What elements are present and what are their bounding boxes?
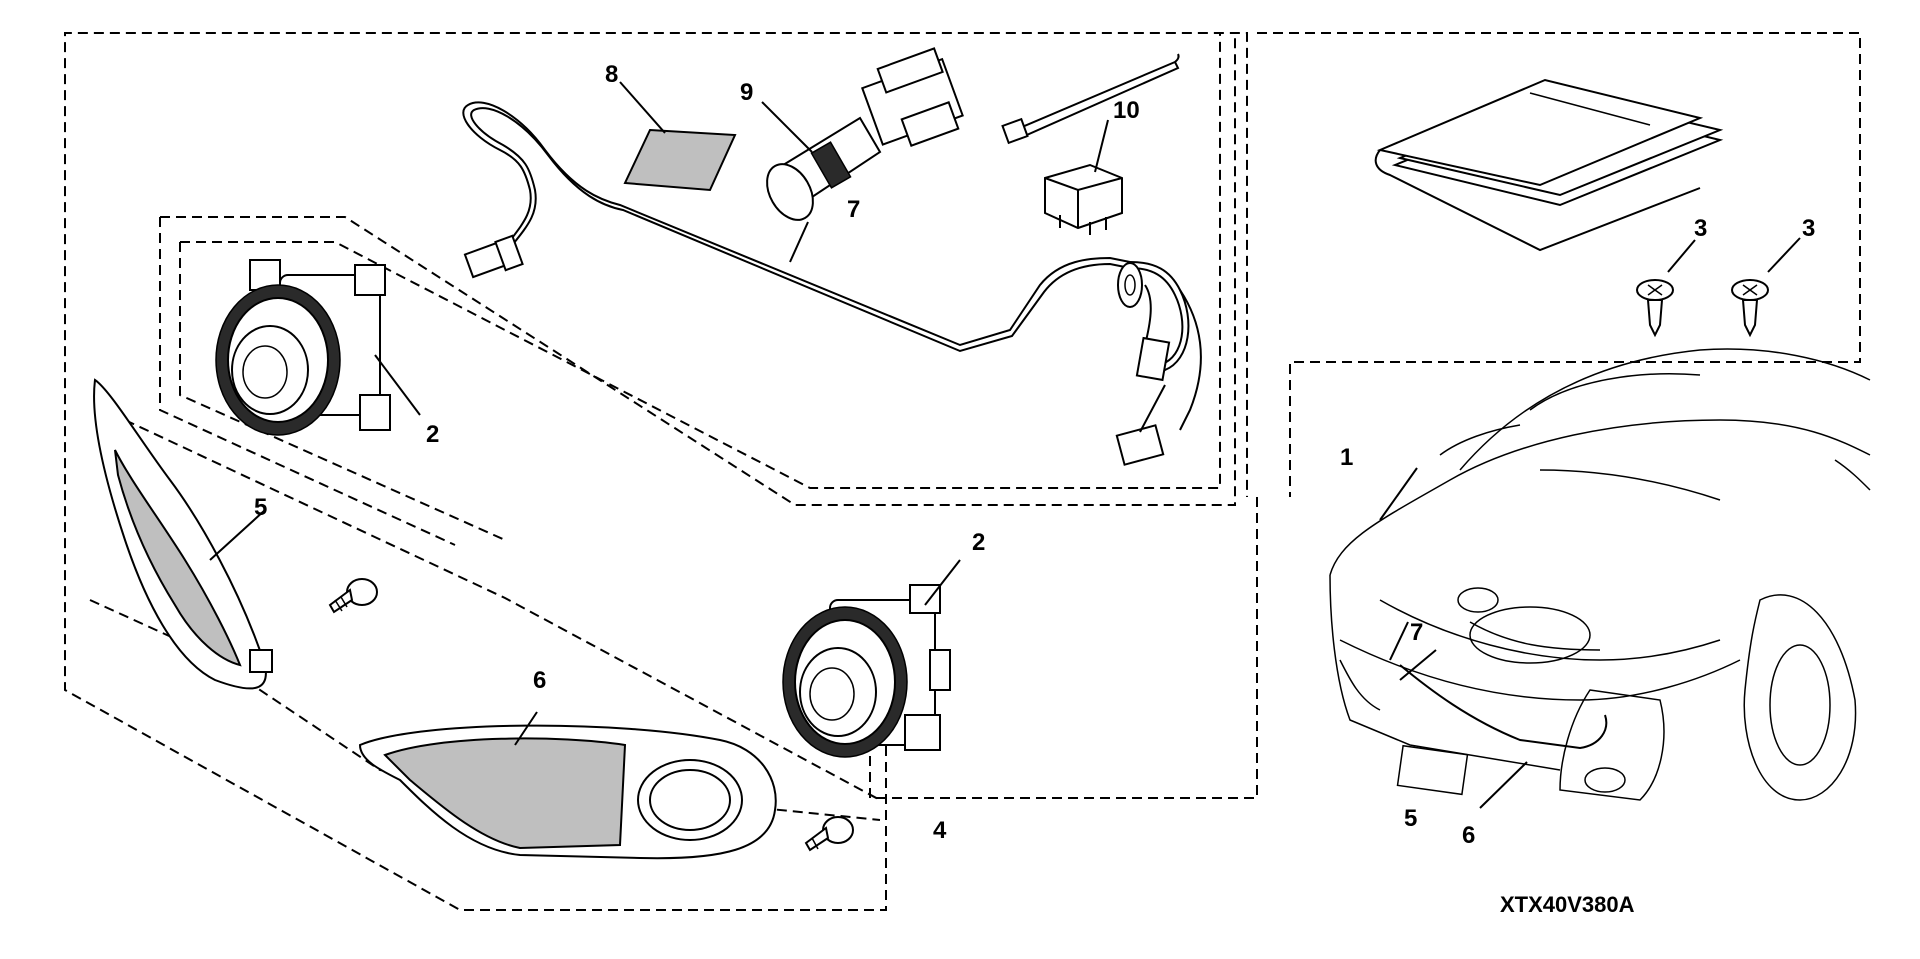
- accessories-box: [1257, 32, 1861, 497]
- diagram-code: XTX40V380A: [1500, 892, 1635, 917]
- garnish-left: [93, 378, 273, 690]
- screw-3b: [1731, 237, 1801, 338]
- garnish-group-boundary-top: [124, 419, 881, 801]
- vehicle-front-view: [1329, 348, 1871, 809]
- garnish-group-boundary: [89, 599, 881, 821]
- callout-labels: 1 2 2 3 3 4 5 5 6 6 7 7 8 9 10 XTX40V380…: [254, 61, 1815, 917]
- callout-6-garnish: 6: [533, 667, 546, 694]
- screw-left: [328, 578, 378, 614]
- kit-boundary-outer: [64, 32, 1258, 911]
- wire-harness: [462, 101, 1202, 466]
- garnish-right: [358, 711, 777, 860]
- group-boundaries: [64, 32, 1861, 911]
- callout-5-left: 5: [254, 494, 267, 521]
- label-card: [619, 81, 737, 192]
- foglight-group-boundary: [159, 217, 456, 546]
- cable-tie: [1001, 53, 1180, 145]
- fog-light-lower: [782, 559, 961, 758]
- foglight-inner-boundary-left: [179, 242, 506, 541]
- callout-4: 4: [933, 817, 947, 844]
- callout-6-vehicle: 6: [1462, 822, 1475, 849]
- callout-2-upper: 2: [426, 421, 439, 448]
- foglight-inner-boundary: [180, 33, 1221, 489]
- callout-8: 8: [605, 61, 618, 88]
- screw-3a: [1636, 239, 1696, 338]
- harness-group-boundary: [160, 33, 1236, 506]
- fog-light-upper: [215, 259, 421, 436]
- screw-right: [804, 816, 854, 852]
- callout-10: 10: [1113, 97, 1140, 124]
- callout-5-vehicle: 5: [1404, 805, 1417, 832]
- callout-3-left: 3: [1694, 215, 1707, 242]
- installation-manual: [1374, 78, 1724, 252]
- callout-2-lower: 2: [972, 529, 985, 556]
- callout-3-right: 3: [1802, 215, 1815, 242]
- callout-7-vehicle: 7: [1410, 619, 1423, 646]
- fog-switch: [761, 47, 964, 221]
- callout-1: 1: [1340, 444, 1353, 471]
- callout-7-harness: 7: [847, 196, 860, 223]
- relay: [1044, 119, 1123, 235]
- callout-9: 9: [740, 79, 753, 106]
